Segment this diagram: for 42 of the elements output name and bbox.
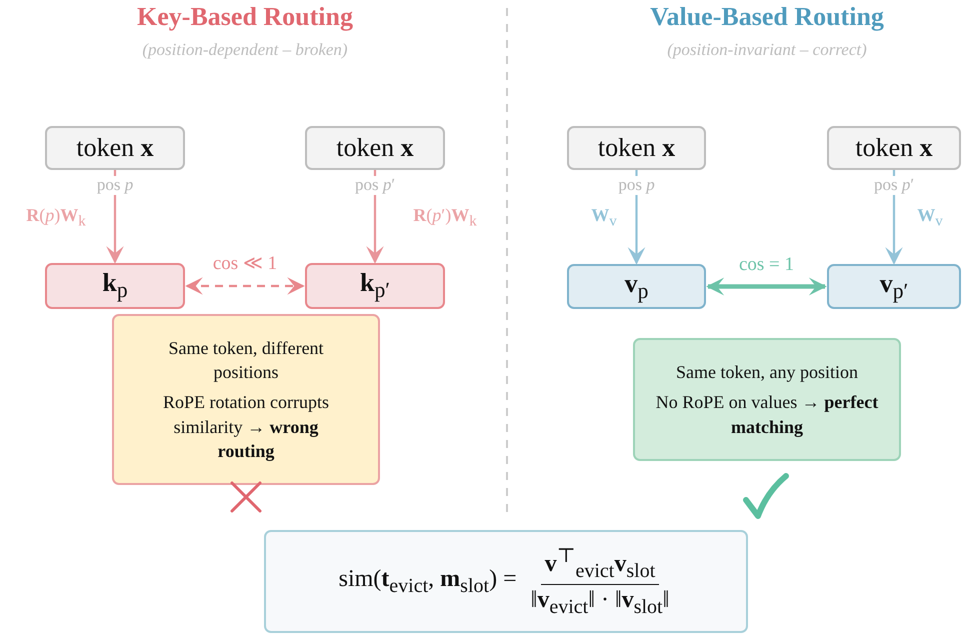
token-box bbox=[827, 126, 961, 170]
edge-label: cos = 1 bbox=[738, 254, 796, 276]
note-text: RoPE rotation corrupts similarity → wrong routing bbox=[162, 391, 330, 463]
matrix-label: R(p′)W$_{k}$ bbox=[413, 205, 477, 231]
double-arrow bbox=[185, 277, 305, 295]
matrix-label: W$_{v}$ bbox=[591, 205, 617, 231]
note-box bbox=[112, 314, 380, 485]
node-text: token x bbox=[598, 133, 676, 163]
matrix-label: W$_{v}$ bbox=[917, 205, 943, 231]
node-text: k$_{p′}$ bbox=[360, 268, 390, 304]
edge-label: pos p′ bbox=[352, 176, 398, 195]
panel-heading: Key-Based Routing bbox=[137, 2, 353, 32]
node-text: token x bbox=[336, 133, 414, 163]
edge-label: pos p bbox=[616, 176, 657, 195]
edge-label: pos p bbox=[94, 176, 136, 195]
panel-heading: Value-Based Routing bbox=[650, 2, 884, 32]
panel-subtitle: (position-dependent – broken) bbox=[142, 40, 348, 60]
key-vector-box bbox=[305, 263, 445, 309]
numerator-text: v$^{⊤}$$_{evict}$v$_{slot}$ bbox=[540, 543, 660, 585]
key-vector-box bbox=[45, 263, 185, 309]
value-vector-box bbox=[827, 264, 961, 309]
matrix-label: R(p)W$_{k}$ bbox=[26, 205, 86, 231]
note-text: Same token, any position bbox=[676, 361, 858, 384]
edge-label: cos ≪ 1 bbox=[212, 254, 278, 275]
node-text: token x bbox=[855, 133, 933, 163]
formula-box bbox=[264, 530, 748, 633]
denominator-text: ‖v$_{evict}$‖ · ‖v$_{slot}$‖ bbox=[530, 586, 670, 620]
token-box bbox=[45, 126, 185, 170]
note-box bbox=[633, 338, 901, 461]
node-text: token x bbox=[76, 133, 154, 163]
double-arrow bbox=[706, 278, 827, 296]
token-box bbox=[305, 126, 445, 170]
panel-subtitle: (position-invariant – correct) bbox=[667, 40, 867, 60]
edge-label: pos p′ bbox=[872, 176, 916, 195]
token-box bbox=[567, 126, 706, 170]
node-text: k$_{p}$ bbox=[102, 268, 128, 304]
value-vector-box bbox=[567, 264, 706, 309]
note-text: No RoPE on values → perfect matching bbox=[655, 391, 879, 439]
node-text: v$_{p}$ bbox=[624, 268, 648, 304]
formula-text: sim(t$_{evict}$, m$_{slot}$) = bbox=[338, 566, 517, 598]
note-text: Same token, different positions bbox=[167, 336, 325, 384]
node-text: v$_{p′}$ bbox=[880, 268, 908, 304]
